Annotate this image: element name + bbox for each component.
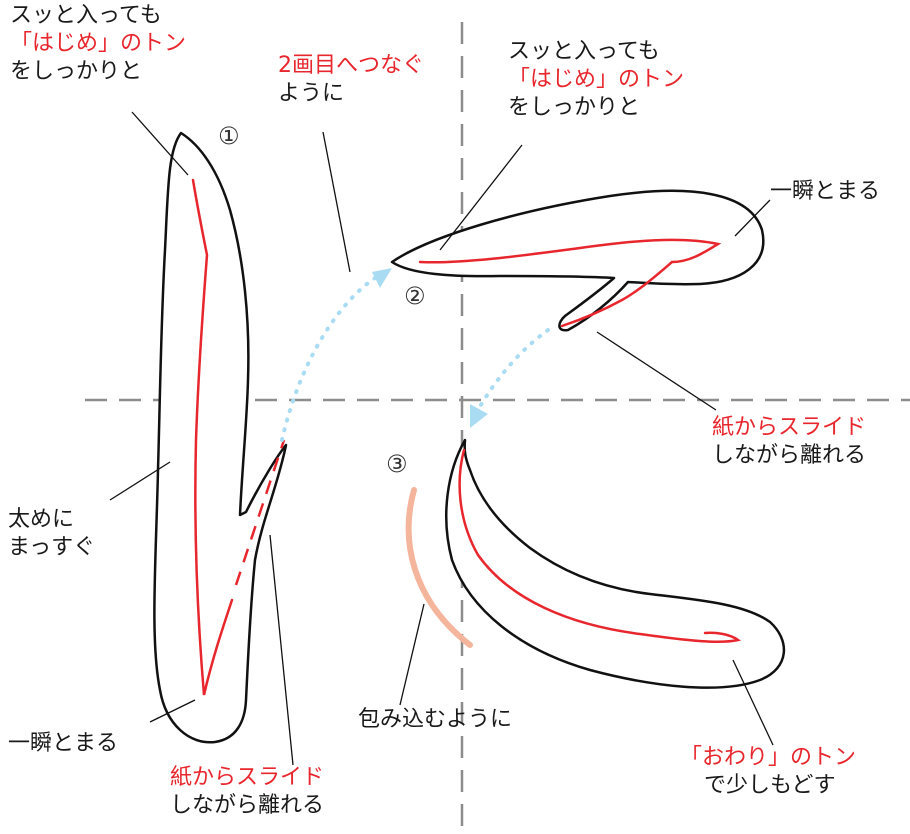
label-s1-start-l3: をしっかりと [10,59,143,84]
label-s2-start: スッと入っても 「はじめ」のトン をしっかりと [508,38,684,122]
label-s2-slide: 紙からスライド しながら離れる [712,414,866,470]
label-s2-start-l3: をしっかりと [508,95,641,120]
label-s1-start: スッと入っても 「はじめ」のトン をしっかりと [10,2,186,86]
stroke-1-centerline [191,178,234,696]
label-s3-wrap: 包み込むように [358,706,512,734]
label-s2-slide-l1: 紙からスライド [712,415,867,440]
leader-s2-slide [596,331,717,411]
label-s1-body-l2: まっすぐ [8,535,96,560]
stroke-number-2: ② [404,282,426,310]
connector-1-to-2 [280,274,380,442]
label-s1-slide-l2: しながら離れる [170,793,325,818]
label-s2-end-l1: 一瞬とまる [770,179,881,204]
leader-s3-wrap [399,603,425,706]
label-s2-slide-l2: しながら離れる [712,443,867,468]
label-s1-body-l1: 太めに [8,507,75,532]
connector-2-to-3 [476,328,550,412]
label-s2-start-l2: 「はじめ」のトン [508,67,685,92]
leader-s1-slide [269,534,294,766]
label-s1-start-l1: スッと入っても [10,3,162,28]
label-s3-end-l1: 「おわり」のトン [680,745,857,770]
label-s2-end: 一瞬とまる [770,178,880,206]
leader-s1-end [149,699,196,723]
label-s1-body: 太めに まっすぐ [8,506,95,562]
label-s1-slide: 紙からスライド しながら離れる [170,764,324,820]
stroke-number-3: ③ [386,450,408,478]
stroke-3-centerline [458,448,741,644]
label-s1-to-s2-l1: 2画目へつなぐ [278,53,424,78]
arrowhead-2-to-3 [470,404,488,428]
label-s3-wrap-l1: 包み込むように [358,707,513,732]
stroke-2-outline [390,189,765,332]
label-s3-end: 「おわり」のトン で少しもどす [680,744,856,800]
stroke-1-slide-dashes [234,439,286,586]
label-s1-start-l2: 「はじめ」のトン [10,31,187,56]
leader-s3-end [732,659,774,746]
label-s1-end: 一瞬とまる [8,730,118,758]
stroke-3-outline [445,438,786,689]
label-s1-to-s2-l2: ように [278,81,345,106]
leader-s2-start [439,144,523,251]
label-s1-end-l1: 一瞬とまる [8,731,119,756]
wrap-arc [405,487,473,648]
leader-s1-body [109,461,171,501]
stroke-2-centerline [418,238,722,328]
label-s1-slide-l1: 紙からスライド [170,765,325,790]
arrowhead-1-to-2 [372,268,392,288]
stroke-number-1: ① [218,122,240,150]
label-s3-end-l2: で少しもどす [704,773,836,798]
leader-s2-end [734,199,771,237]
leader-s1-start [131,111,189,176]
stroke-1-outline [153,131,288,744]
label-s1-to-s2: 2画目へつなぐ ように [278,52,424,108]
leader-s1-to-s2 [322,131,351,273]
label-s2-start-l1: スッと入っても [508,39,660,64]
